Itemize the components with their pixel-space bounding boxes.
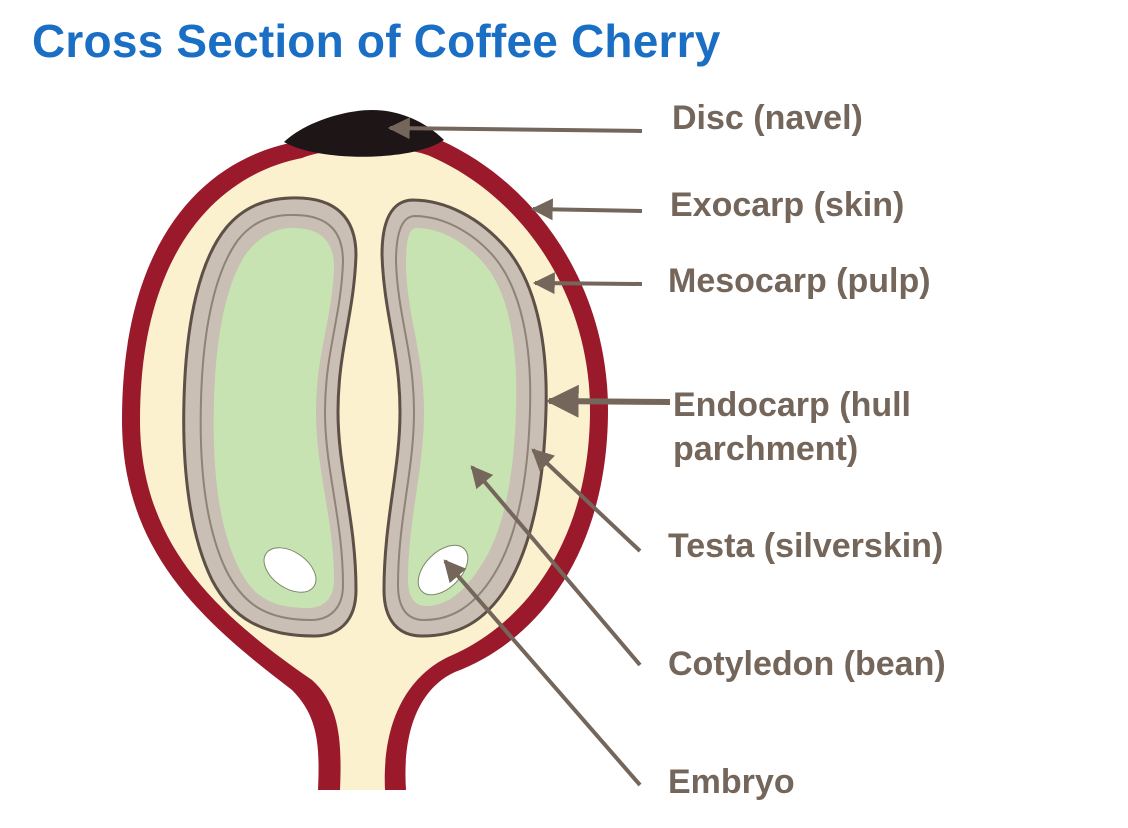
testa-arrow xyxy=(531,448,642,553)
diagram-title: Cross Section of Coffee Cherry xyxy=(32,15,721,67)
cotyledon-arrow xyxy=(470,465,642,667)
exocarp-arrow xyxy=(530,198,643,221)
embryo-label: Embryo xyxy=(668,763,795,801)
endocarp-arrow xyxy=(545,384,671,418)
disc-arrow xyxy=(387,117,643,140)
disc-label: Disc (navel) xyxy=(672,99,863,137)
endocarp-label-line1: Endocarp (hull xyxy=(673,386,911,424)
exocarp-label: Exocarp (skin) xyxy=(670,186,905,224)
cotyledon-label: Cotyledon (bean) xyxy=(668,645,946,683)
mesocarp-arrow xyxy=(532,272,643,295)
embryo-left xyxy=(263,547,317,593)
testa-right xyxy=(394,214,532,622)
embryo-arrow xyxy=(443,559,642,787)
disc-navel xyxy=(284,110,444,157)
testa-label: Testa (silverskin) xyxy=(668,527,944,565)
cotyledon-right xyxy=(406,228,517,606)
endocarp-label-line2: parchment) xyxy=(673,430,859,468)
mesocarp-label: Mesocarp (pulp) xyxy=(668,262,931,300)
cotyledon-left xyxy=(213,228,334,608)
endocarp-label: Endocarp (hull parchment) xyxy=(673,383,911,471)
testa-left xyxy=(199,213,345,622)
